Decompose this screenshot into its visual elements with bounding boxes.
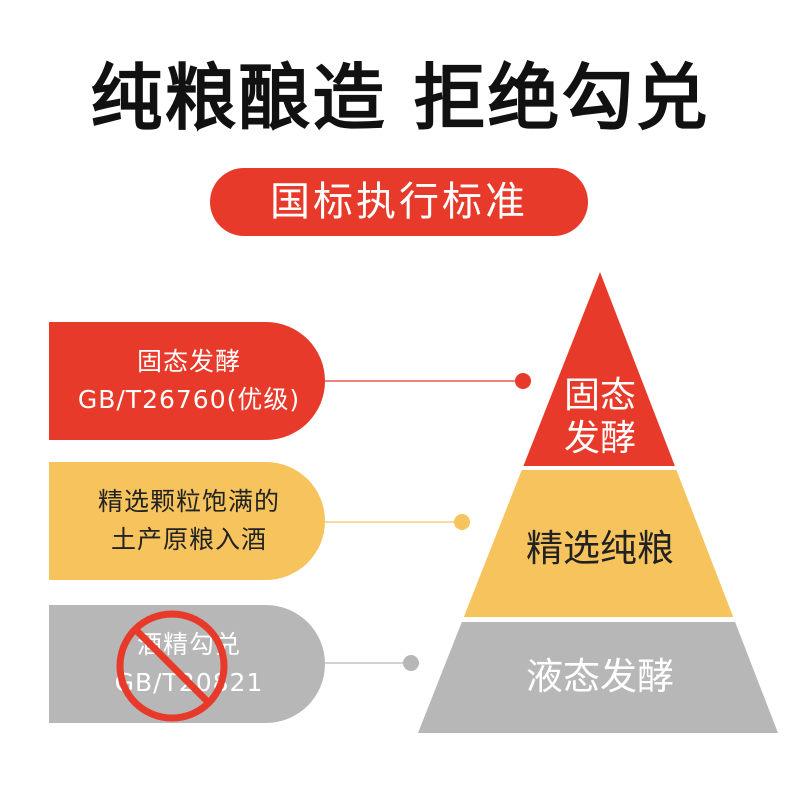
pyramid-middle-label: 精选纯粮 xyxy=(526,527,674,570)
panel-alcohol-blending: 酒精勾兑 GB/T20821 xyxy=(49,605,325,723)
connector-dot-solid xyxy=(515,373,531,389)
pyramid-bottom-label: 液态发酵 xyxy=(526,655,674,698)
panel-solid-fermentation-line2: GB/T26760(优级) xyxy=(77,385,301,414)
connector-dot-liquid xyxy=(403,655,419,671)
pyramid-middle-layer xyxy=(463,470,734,617)
pyramid-top-label-line1: 固态 xyxy=(564,375,636,416)
pyramid-top-layer xyxy=(523,272,675,466)
connector-dot-grain xyxy=(454,514,470,530)
panel-selected-grain-line2: 土产原粮入酒 xyxy=(110,525,267,554)
headline: 纯粮酿造 拒绝勾兑 xyxy=(90,56,710,140)
panel-alcohol-blending-line2: GB/T20821 xyxy=(114,668,264,697)
standard-badge: 国标执行标准 xyxy=(210,168,588,236)
panel-solid-fermentation: 固态发酵 GB/T26760(优级) xyxy=(49,322,325,440)
pyramid-top-label-line2: 发酵 xyxy=(564,418,636,459)
pyramid-bottom-layer xyxy=(418,622,778,733)
panel-solid-fermentation-line1: 固态发酵 xyxy=(136,347,241,376)
panel-selected-grain-line1: 精选颗粒饱满的 xyxy=(97,487,280,516)
panel-selected-grain: 精选颗粒饱满的 土产原粮入酒 xyxy=(49,462,325,580)
panel-alcohol-blending-line1: 酒精勾兑 xyxy=(136,630,241,659)
